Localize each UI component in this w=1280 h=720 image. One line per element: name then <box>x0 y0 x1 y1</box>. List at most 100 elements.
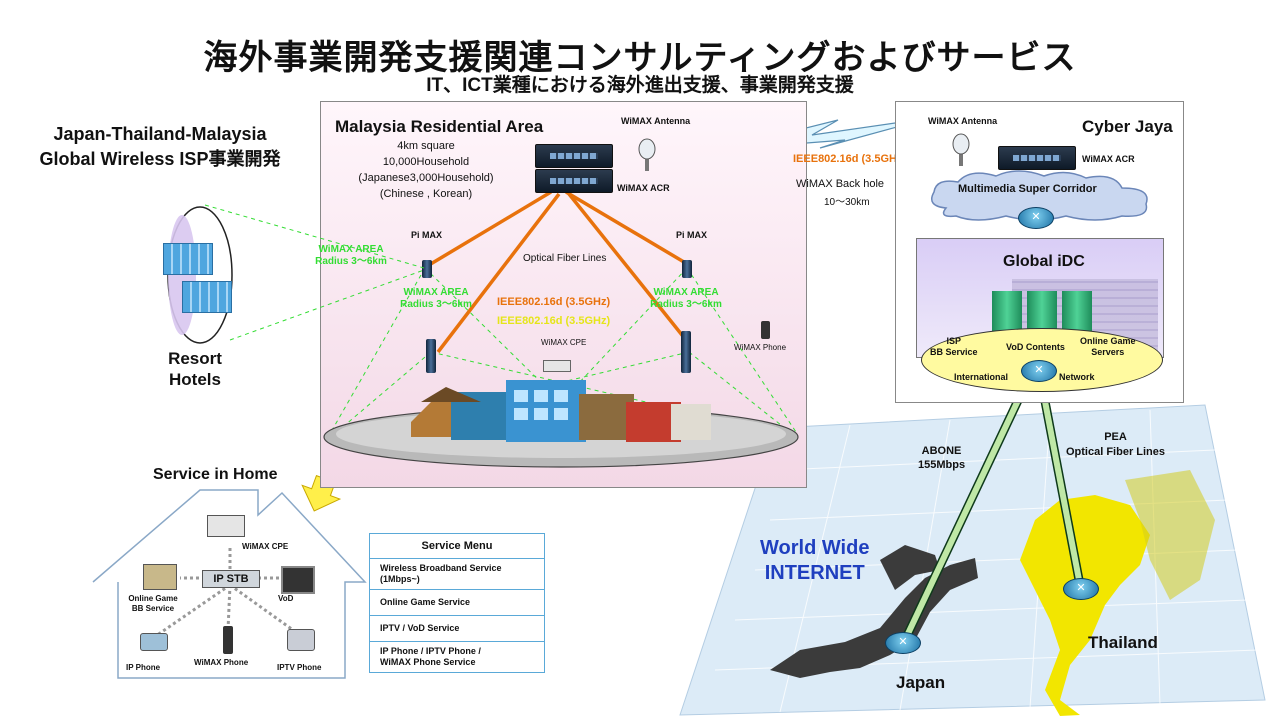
wimax-area-left-radius: Radius 3～6km <box>400 299 472 310</box>
menu-item-broadband-speed: (1Mbps~) <box>380 574 420 584</box>
vod-contents-label: VoD Contents <box>1006 342 1065 352</box>
service-menu-item: IPTV / VoD Service <box>370 615 544 641</box>
wimax-area-right-radius: Radius 3～6km <box>650 299 722 310</box>
project-title-line1: Japan-Thailand-Malaysia <box>53 124 267 144</box>
home-game-title: Online Game <box>128 594 178 603</box>
pea-title: PEA <box>1104 431 1127 443</box>
isp-title: ISP <box>946 336 962 346</box>
abone-label: ABONE 155Mbps <box>918 444 965 472</box>
tv-icon <box>281 566 315 594</box>
wimax-acr-label: WiMAX ACR <box>617 183 670 193</box>
wimax-area-left-title: WiMAX AREA <box>403 287 469 298</box>
isp-label: ISP BB Service <box>930 336 978 358</box>
service-menu-item: IP Phone / IPTV Phone / WiMAX Phone Serv… <box>370 641 544 672</box>
wimax-area-right-title: WiMAX AREA <box>653 287 719 298</box>
area-size: 4km square <box>397 140 455 152</box>
international-label: International <box>954 372 1009 382</box>
abone-title: ABONE <box>921 445 962 457</box>
wimax-area-right: WiMAX AREA Radius 3～6km <box>631 287 741 311</box>
thailand-landmass <box>1020 495 1150 716</box>
www-label: World Wide INTERNET <box>760 536 869 586</box>
resort-label: Resort Hotels <box>160 348 230 390</box>
project-title-line2: Global Wireless ISP事業開発 <box>39 149 281 169</box>
network-label: Network <box>1059 372 1095 382</box>
town-buildings <box>411 380 711 442</box>
page-title: 海外事業開発支援関連コンサルティングおよびサービス <box>203 39 1077 77</box>
hotel-building-icon-2 <box>182 281 232 313</box>
pimax-right-label: Pi MAX <box>676 230 708 240</box>
msc-router-icon <box>1018 207 1054 229</box>
wimax-area-left: WiMAX AREA Radius 3～6km <box>381 287 491 311</box>
backhaul-label: WiMAX Back hole <box>796 178 885 190</box>
household-count: 10,000Household <box>382 156 470 168</box>
service-menu-title: Service Menu <box>421 540 493 552</box>
wimax-acr-device-1 <box>535 144 613 168</box>
wimax-phone-icon <box>761 321 770 339</box>
malaysia-info: 4km square 10,000Household (Japanese3,00… <box>341 138 511 202</box>
korea-landmass <box>880 545 940 590</box>
thailand-label: Thailand <box>1088 633 1158 652</box>
iptv-phone-label: IPTV Phone <box>277 663 322 672</box>
other-household: (Chinese , Korean) <box>379 188 473 200</box>
pimax-left-label: Pi MAX <box>411 230 443 240</box>
japanese-household: (Japanese3,000Household) <box>358 172 494 184</box>
japan-router-icon <box>885 632 921 654</box>
home-game-label: Online Game BB Service <box>115 594 191 614</box>
resort-line1: Resort <box>168 349 222 368</box>
wimax-phone-label: WiMAX Phone <box>734 343 787 352</box>
optical-fiber-label: Optical Fiber Lines <box>523 253 607 264</box>
pea-label: PEA Optical Fiber Lines <box>1058 430 1173 460</box>
base-antenna-right-icon <box>681 331 691 373</box>
home-wimax-phone-label: WiMAX Phone <box>194 658 249 667</box>
malaysia-panel: Malaysia Residential Area 4km square 10,… <box>315 101 807 488</box>
base-antenna-left-icon <box>426 339 436 373</box>
wimax-area-outer-radius: Radius 3～6km <box>315 256 387 267</box>
cyberjaya-panel: Cyber Jaya WiMAX Antenna WiMAX ACR Multi… <box>895 101 1184 403</box>
menu-item-phone: IP Phone / IPTV Phone / <box>380 646 481 656</box>
server-icon-3 <box>1062 291 1092 335</box>
ieee-yellow-label: IEEE802.16d (3.5GHz) <box>497 315 611 327</box>
home-game-sub: BB Service <box>131 604 175 613</box>
cj-wimax-acr-device <box>998 146 1076 170</box>
hotel-links <box>204 204 425 341</box>
www-line1: World Wide <box>760 537 870 559</box>
www-line2: INTERNET <box>764 562 865 584</box>
thailand-router-icon <box>1063 578 1099 600</box>
wimax-area-outer: WiMAX AREA Radius 3～6km <box>296 244 406 268</box>
game-servers-label: Online Game Servers <box>1080 336 1136 358</box>
home-wimax-phone-icon <box>223 626 233 654</box>
menu-item-phone-service: WiMAX Phone Service <box>380 657 476 667</box>
pimax-right-antenna-icon <box>682 260 692 278</box>
menu-item-iptv: IPTV / VoD Service <box>380 623 460 633</box>
malaysia-title: Malaysia Residential Area <box>335 117 544 136</box>
service-menu-item: Online Game Service <box>370 589 544 615</box>
wimax-acr-device-2 <box>535 169 613 193</box>
menu-item-game: Online Game Service <box>380 597 471 607</box>
wimax-cpe-label: WiMAX CPE <box>541 338 587 347</box>
msc-cloud-icon <box>931 170 1148 221</box>
malaysia-links <box>323 190 799 468</box>
intl-router-icon <box>1021 360 1057 382</box>
home-wimax-cpe-label: WiMAX CPE <box>242 542 289 551</box>
home-vod-label: VoD <box>278 594 294 603</box>
home-wimax-cpe-icon <box>207 515 245 537</box>
service-menu-item: Wireless Broadband Service (1Mbps~) <box>370 558 544 589</box>
abone-speed: 155Mbps <box>918 459 966 471</box>
ieee-orange-label: IEEE802.16d (3.5GHz) <box>497 296 611 308</box>
service-menu: Service Menu Wireless Broadband Service … <box>369 533 545 673</box>
wimax-cpe-icon <box>543 360 571 372</box>
pc-icon <box>143 564 177 590</box>
ip-phone-icon <box>140 633 168 651</box>
pimax-left-antenna-icon <box>422 260 432 278</box>
game-servers-title: Online Game <box>1080 336 1136 346</box>
neighbor-landmass <box>1125 470 1215 600</box>
resort-line2: Hotels <box>169 370 221 389</box>
home-title: Service in Home <box>153 466 278 483</box>
wimax-area-outer-title: WiMAX AREA <box>318 244 384 255</box>
hotel-building-icon-1 <box>163 243 213 275</box>
isp-sub: BB Service <box>930 347 978 357</box>
cj-wimax-antenna-icon <box>951 132 971 166</box>
cj-wimax-antenna-label: WiMAX Antenna <box>928 116 998 126</box>
wimax-antenna-label: WiMAX Antenna <box>621 116 691 126</box>
backhaul-range: 10～30km <box>824 197 870 208</box>
